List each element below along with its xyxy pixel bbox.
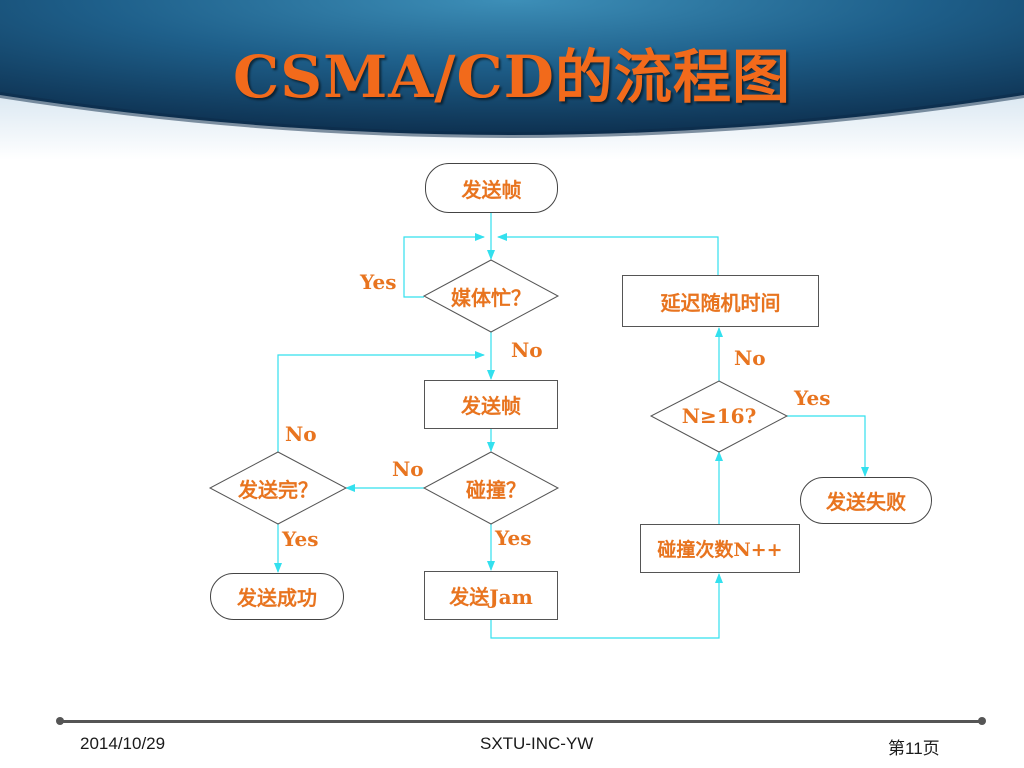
label-collision-no: No xyxy=(392,457,424,481)
node-send-frame: 发送帧 xyxy=(424,380,558,429)
label-busy-no: No xyxy=(511,338,543,362)
node-send-done: 发送完？ xyxy=(238,477,318,502)
edge-delay-to-merge xyxy=(497,233,719,275)
node-start: 发送帧 xyxy=(425,163,558,213)
node-send-fail: 发送失败 xyxy=(800,477,932,524)
node-send-success: 发送成功 xyxy=(210,573,344,620)
footer-page-number: 第11页 xyxy=(888,739,940,758)
edge-done-no-loop xyxy=(277,351,485,452)
node-collision-count: 碰撞次数N++ xyxy=(640,524,800,573)
header-banner xyxy=(0,0,1024,160)
label-done-no: No xyxy=(285,422,317,446)
node-collision: 碰撞？ xyxy=(466,477,526,502)
label-n-no: No xyxy=(734,346,766,370)
footer-org: SXTU-INC-YW xyxy=(480,734,594,753)
decision-collision-shape xyxy=(422,451,560,525)
edge-jam-to-count xyxy=(490,573,723,639)
label-collision-yes: Yes xyxy=(495,526,532,550)
decision-medium-busy-shape xyxy=(422,259,560,333)
label-busy-yes: Yes xyxy=(360,270,397,294)
footer-divider-dot-right xyxy=(978,717,986,725)
node-n-check: N≥16? xyxy=(681,404,757,428)
footer-date: 2014/10/29 xyxy=(80,734,166,753)
node-delay-random: 延迟随机时间 xyxy=(622,275,819,327)
edge-busy-yes-loop xyxy=(403,233,485,298)
node-send-jam: 发送Jam xyxy=(424,571,558,620)
slide-title: CSMA/CD的流程图 xyxy=(233,43,791,111)
edge-n-yes xyxy=(787,415,869,477)
footer-divider xyxy=(60,720,982,723)
label-n-yes: Yes xyxy=(794,386,831,410)
node-medium-busy: 媒体忙？ xyxy=(451,285,531,310)
decision-send-done-shape xyxy=(208,451,348,525)
label-done-yes: Yes xyxy=(282,527,319,551)
decision-n-check-shape xyxy=(649,380,789,453)
footer-divider-dot-left xyxy=(56,717,64,725)
